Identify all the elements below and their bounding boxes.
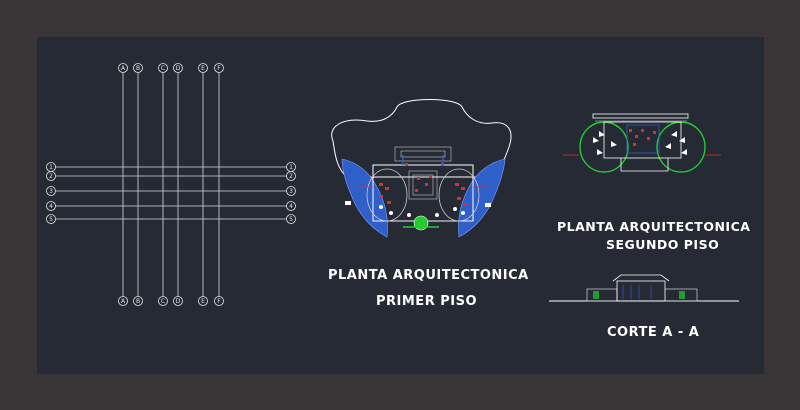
grid-column-bubble-bottom: C: [158, 296, 168, 306]
svg-text:2: 2: [289, 173, 293, 180]
grid-column-bubble-bottom: E: [198, 296, 208, 306]
grid-column-bubble-top: C: [158, 63, 168, 73]
grid-column-bubble-bottom: D: [173, 296, 183, 306]
grid-row-bubble-right: 5: [286, 214, 296, 224]
svg-text:1: 1: [289, 164, 293, 171]
segundo-piso-title-line1: PLANTA ARQUITECTONICA: [557, 219, 751, 234]
svg-text:A: A: [121, 65, 126, 72]
right-wing-blue: [458, 158, 506, 238]
grid-column-bubble-top: A: [118, 63, 128, 73]
svg-text:4: 4: [289, 203, 293, 210]
svg-text:D: D: [176, 65, 181, 72]
grid-row-bubble-right: 2: [286, 171, 296, 181]
svg-text:4: 4: [49, 203, 53, 210]
svg-text:A: A: [121, 298, 126, 305]
grid-row-bubble-left: 5: [46, 214, 56, 224]
svg-text:C: C: [161, 65, 165, 72]
svg-text:E: E: [201, 298, 205, 305]
svg-text:2: 2: [49, 173, 53, 180]
svg-text:B: B: [136, 65, 140, 72]
left-wing-blue: [341, 158, 388, 238]
grid-row-bubble-right: 4: [286, 201, 296, 211]
svg-text:E: E: [201, 65, 205, 72]
grid-column-bubble-top: E: [198, 63, 208, 73]
structural-grid-drawing: A A B B C C D D E E F F 1 1 2 2 3 3 4 4 5 5: [46, 63, 296, 306]
svg-text:C: C: [161, 298, 165, 305]
grid-column-bubble-bottom: F: [214, 296, 224, 306]
grid-column-bubble-top: B: [133, 63, 143, 73]
grid-row-bubble-left: 2: [46, 171, 56, 181]
segundo-piso-floor-plan: [563, 113, 721, 173]
grid-column-bubble-bottom: B: [133, 296, 143, 306]
grid-column-bubble-top: F: [214, 63, 224, 73]
segundo-piso-title-line2: SEGUNDO PISO: [606, 237, 720, 252]
grid-row-bubble-left: 3: [46, 186, 56, 196]
svg-text:F: F: [217, 65, 221, 72]
grid-row-bubble-left: 4: [46, 201, 56, 211]
svg-text:5: 5: [289, 216, 293, 223]
svg-text:3: 3: [289, 188, 293, 195]
primer-piso-floor-plan: [331, 99, 512, 238]
svg-text:5: 5: [49, 216, 53, 223]
corte-a-a-section: [549, 274, 739, 302]
svg-text:1: 1: [49, 164, 53, 171]
grid-row-bubble-right: 3: [286, 186, 296, 196]
grid-column-bubble-top: D: [173, 63, 183, 73]
svg-text:3: 3: [49, 188, 53, 195]
cad-model-space[interactable]: A A B B C C D D E E F F 1 1 2 2 3 3 4 4 5 5: [37, 37, 764, 374]
svg-text:B: B: [136, 298, 140, 305]
grid-column-bubble-bottom: A: [118, 296, 128, 306]
svg-text:D: D: [176, 298, 181, 305]
primer-piso-title-line2: PRIMER PISO: [376, 294, 478, 309]
svg-text:F: F: [217, 298, 221, 305]
primer-piso-title-line1: PLANTA ARQUITECTONICA: [328, 268, 529, 283]
corte-title: CORTE A - A: [607, 325, 700, 340]
